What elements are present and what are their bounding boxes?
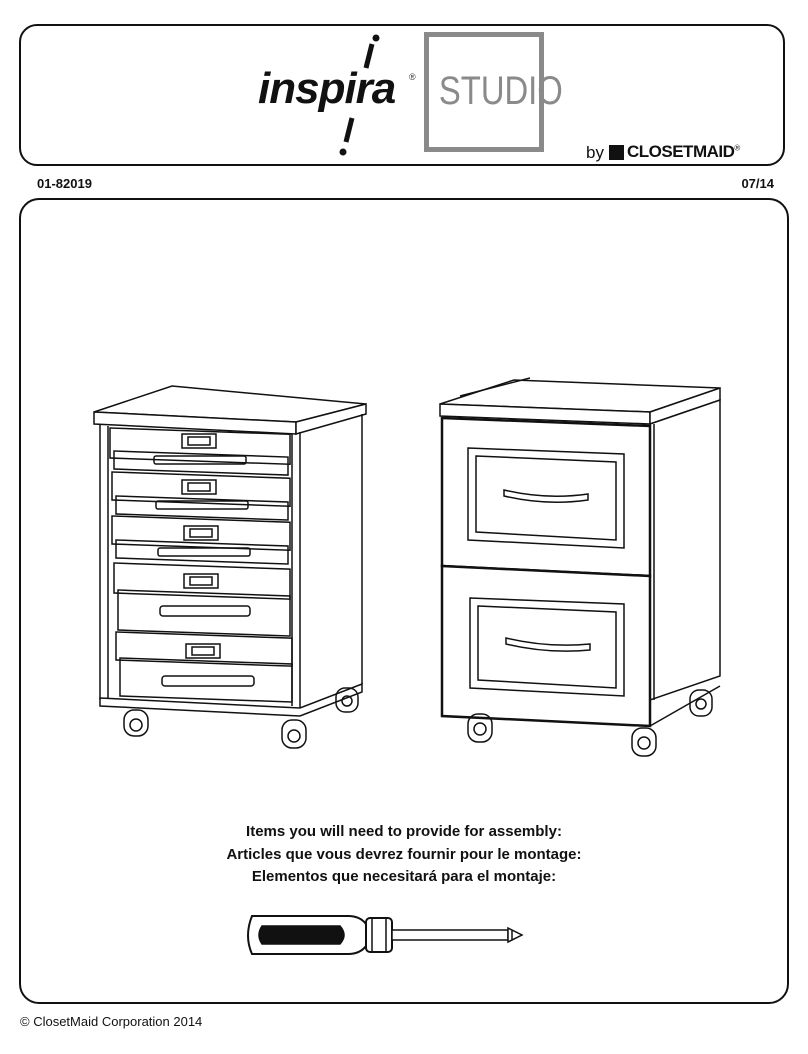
- two-drawer-cabinet-illustration: [439, 377, 721, 757]
- logo-inspira: inspira: [258, 64, 396, 113]
- date-code: 07/14: [741, 176, 774, 191]
- brand-by-label: by: [586, 143, 604, 162]
- header-frame: [19, 24, 785, 166]
- tools-needed-spanish: Elementos que necesitará para el montaje…: [251, 868, 557, 885]
- five-drawer-cabinet-illustration: [93, 385, 367, 749]
- tools-needed-french: Articles que vous devrez fournir pour le…: [226, 846, 582, 863]
- brand-name: CLOSETMAID®: [627, 142, 740, 161]
- main-frame: [19, 198, 789, 1004]
- copyright-notice: © ClosetMaid Corporation 2014: [20, 1014, 203, 1029]
- part-number: 01-82019: [37, 176, 92, 191]
- logo-studio-box: STUDIO: [424, 32, 563, 152]
- screwdriver-icon: [247, 915, 524, 955]
- brand-square-icon: [609, 145, 624, 160]
- logo-registered-mark: ®: [409, 72, 416, 82]
- tools-needed-english: Items you will need to provide for assem…: [246, 823, 562, 840]
